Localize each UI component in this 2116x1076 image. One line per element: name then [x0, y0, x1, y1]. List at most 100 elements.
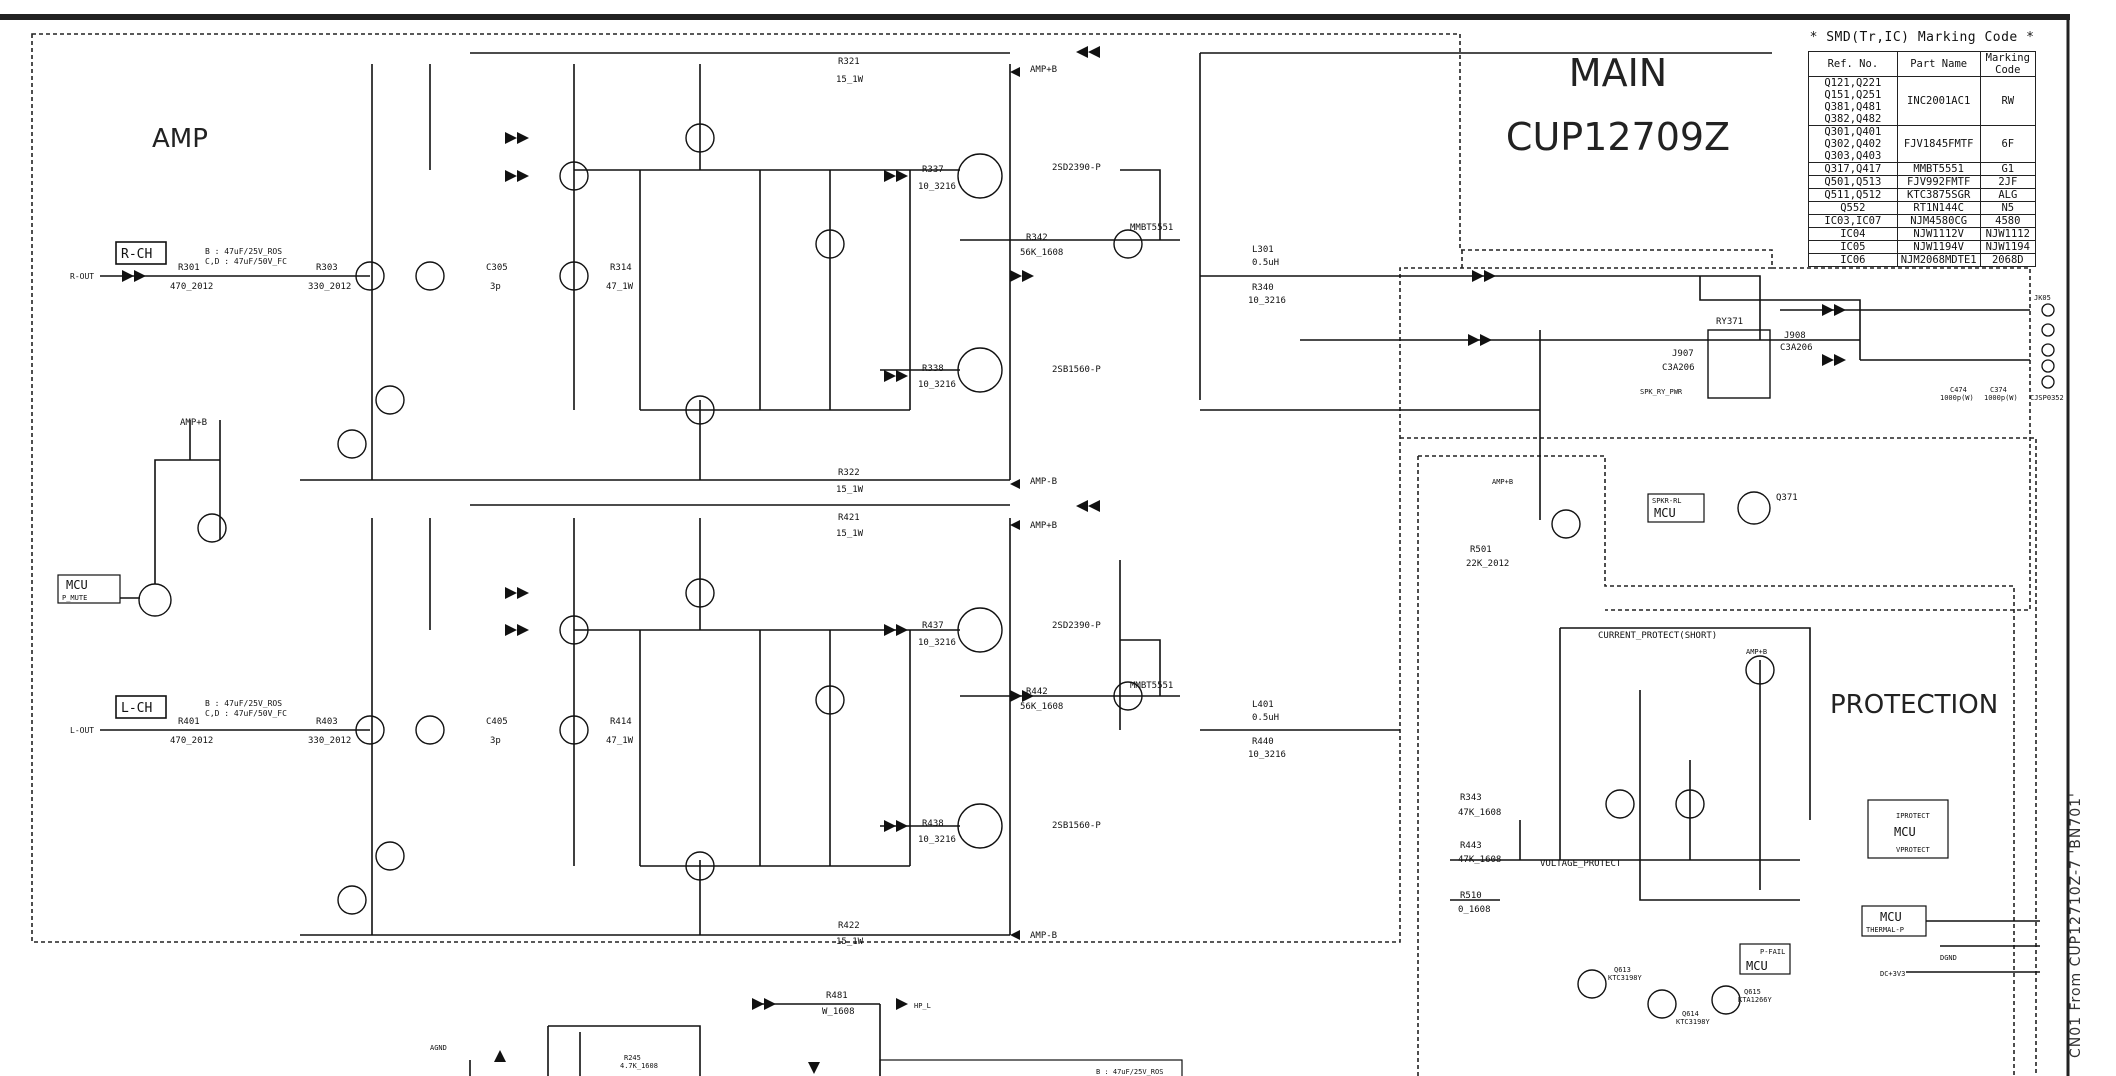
r440-label: R440 — [1252, 737, 1274, 747]
c474-value: 1000p(W) — [1940, 394, 1974, 402]
r-cap-note-2: C,D : 47uF/50V_FC — [205, 257, 287, 266]
r-amp-pos-label: AMP+B — [1030, 65, 1057, 75]
r-internal-wires — [371, 64, 1500, 480]
hp-l-label: HP_L — [914, 1002, 931, 1010]
smd-cell-part: NJW1194V — [1896, 240, 1981, 254]
r401-label: R401 — [178, 717, 200, 727]
r301-value: 470_2012 — [170, 282, 213, 292]
r322-label: R322 — [838, 468, 860, 478]
l-ch-box — [115, 695, 167, 719]
mcu-iprotect: IPROTECT — [1896, 812, 1931, 820]
r437-value: 10_3216 — [918, 638, 956, 648]
r-arrows — [505, 46, 1496, 382]
r322-value: 15_1W — [836, 485, 864, 495]
q615-label: Q615 — [1744, 988, 1761, 996]
smd-cell-code: 2068D — [1979, 253, 2037, 267]
smd-cell-part: NJM2068MDTE1 — [1896, 253, 1981, 267]
jk05-terminals — [2041, 303, 2055, 389]
q613-value: KTC3198Y — [1608, 974, 1643, 982]
r245-value: 4.7K_1608 — [620, 1062, 658, 1070]
cn01-wires — [1906, 920, 2040, 973]
smd-cell-ref: Q501,Q513 — [1808, 175, 1898, 189]
j908-label: J908 — [1784, 331, 1806, 341]
mcu-thermal-signal: THERMAL-P — [1866, 926, 1904, 934]
r414-label: R414 — [610, 717, 632, 727]
protection-dashed-box — [1400, 437, 2037, 1076]
smd-cell-code: G1 — [1979, 162, 2037, 176]
l-cap-note-2: C,D : 47uF/50V_FC — [205, 709, 287, 718]
dc3v3-label: DC+3V3 — [1880, 970, 1905, 978]
smd-cell-code: 6F — [1979, 125, 2037, 163]
smd-cell-ref: IC03,IC07 — [1808, 214, 1898, 228]
smd-cell-ref: IC04 — [1808, 227, 1898, 241]
mcu-vprotect: VPROTECT — [1896, 846, 1931, 854]
q552-symbol — [138, 583, 172, 617]
ry371-symbol — [1707, 329, 1771, 399]
mcu-spkr-signal: SPKR-RL — [1652, 497, 1682, 505]
smd-cell-code: NJW1194 — [1979, 240, 2037, 254]
smd-cell-code: 4580 — [1979, 214, 2037, 228]
r438-value: 10_3216 — [918, 835, 956, 845]
jk05-value: CJSP0352 — [2030, 394, 2064, 402]
mcu-protect-box — [1867, 799, 1949, 859]
smd-header-code: Marking Code — [1979, 51, 2037, 77]
smd-cell-part: KTC3875SGR — [1896, 188, 1981, 202]
smd-cell-ref: IC06 — [1808, 253, 1898, 267]
smd-cell-part: FJV1845FMTF — [1896, 125, 1981, 163]
amp-title: AMP — [152, 124, 208, 154]
protection-inner-box — [1418, 455, 2015, 1076]
mcu-pfail-box — [1739, 943, 1791, 975]
model-title: CUP12709Z — [1506, 115, 1730, 159]
speaker-wires — [1199, 52, 2030, 520]
r510-label: R510 — [1460, 891, 1482, 901]
c474-label: C474 — [1950, 386, 1967, 394]
r-ch-label: R-CH — [121, 247, 152, 262]
r443-label: R443 — [1460, 841, 1482, 851]
smd-cell-code: ALG — [1979, 188, 2037, 202]
dgnd-label: DGND — [1940, 954, 1957, 962]
q371-symbol — [1737, 491, 1771, 525]
j907-label: J907 — [1672, 349, 1694, 359]
r337-label: R337 — [922, 165, 944, 175]
r314-value: 47_1W — [606, 282, 634, 292]
c305-label: C305 — [486, 263, 508, 273]
r340-value: 10_3216 — [1248, 296, 1286, 306]
r501-label: R501 — [1470, 545, 1492, 555]
smd-cell-part: INC2001AC1 — [1896, 76, 1981, 126]
r-transistors — [337, 123, 1143, 459]
r481-value: W_1608 — [822, 1007, 855, 1017]
j907-value: C3A206 — [1662, 363, 1695, 373]
mcu-thermal-label: MCU — [1880, 910, 1902, 924]
agnd-bottom: AGND — [430, 1044, 447, 1052]
protect-wires — [1450, 627, 1811, 901]
smd-table-title: * SMD(Tr,IC) Marking Code * — [1809, 30, 2035, 45]
smd-marking-table: * SMD(Tr,IC) Marking Code * Ref. No. Par… — [1808, 30, 2037, 267]
smd-header-row: Ref. No. Part Name Marking Code — [1808, 51, 2037, 77]
protection-title: PROTECTION — [1830, 690, 1998, 720]
q317-value: MMBT5551 — [1130, 223, 1173, 233]
l-ch-label: L-CH — [121, 701, 152, 716]
r421-label: R421 — [838, 513, 860, 523]
bottom-box — [879, 1059, 1183, 1076]
l-internal-wires — [371, 518, 1400, 935]
amp-b-protect-2: AMP+B — [1746, 648, 1767, 656]
smd-cell-ref: Q121,Q221 Q151,Q251 Q381,Q481 Q382,Q482 — [1808, 76, 1898, 126]
smd-cell-part: NJM4580CG — [1896, 214, 1981, 228]
smd-table: Ref. No. Part Name Marking Code Q121,Q22… — [1808, 51, 2037, 267]
r343-value: 47K_1608 — [1458, 808, 1501, 818]
ry371-label: RY371 — [1716, 317, 1743, 327]
r343-label: R343 — [1460, 793, 1482, 803]
smd-cell-ref: IC05 — [1808, 240, 1898, 254]
r414-value: 47_1W — [606, 736, 634, 746]
j908-value: C3A206 — [1780, 343, 1813, 353]
r501-value: 22K_2012 — [1466, 559, 1509, 569]
r314-label: R314 — [610, 263, 632, 273]
r-ch-box — [115, 241, 167, 265]
r321-label: R321 — [838, 57, 860, 67]
voltage-protect-label: VOLTAGE_PROTECT — [1540, 859, 1622, 869]
r303-value: 330_2012 — [308, 282, 351, 292]
